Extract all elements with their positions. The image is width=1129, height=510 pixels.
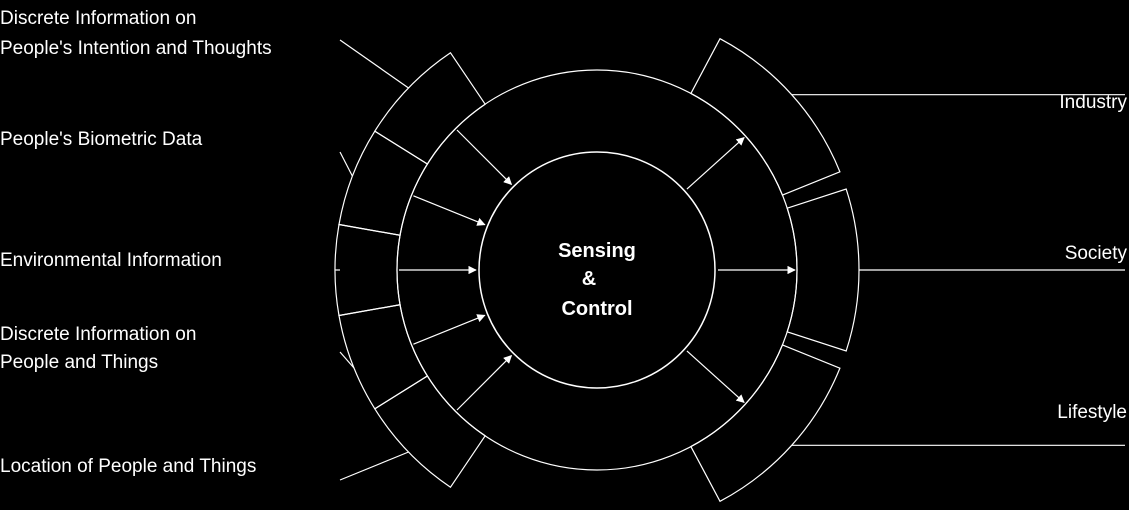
- center-circle: [478, 151, 716, 389]
- output-label-industry: Industry: [1059, 92, 1127, 113]
- input-segments: [334, 51, 486, 489]
- input-arrow-location: [456, 354, 513, 411]
- input-arrow-intention: [456, 129, 513, 186]
- output-segment-industry: [690, 37, 841, 196]
- center-label-line1: Sensing: [558, 240, 636, 262]
- input-label-biometric: People's Biometric Data: [0, 129, 203, 150]
- input-label-people-things-line2: People and Things: [0, 352, 158, 373]
- input-connector-people-things: [339, 351, 355, 369]
- output-arrow-industry: [686, 136, 745, 190]
- input-label-people-things-line1: Discrete Information on: [0, 324, 196, 345]
- input-segment-biometric: [338, 130, 429, 236]
- center-label-line3: Control: [561, 298, 632, 320]
- input-label-location: Location of People and Things: [0, 456, 256, 477]
- center-label-line2: &: [582, 268, 596, 290]
- input-segment-environmental: [334, 223, 401, 317]
- output-label-lifestyle: Lifestyle: [1057, 402, 1127, 423]
- input-connector-biometric: [339, 151, 353, 177]
- input-label-environmental: Environmental Information: [0, 250, 222, 271]
- input-segment-people-things: [338, 304, 429, 410]
- input-connector-intention: [339, 39, 409, 89]
- input-label-intention-line2: People's Intention and Thoughts: [0, 38, 272, 59]
- input-arrow-people-things: [413, 314, 486, 345]
- input-segment-location: [373, 375, 486, 489]
- input-segment-intention: [373, 51, 486, 165]
- input-label-intention-line1: Discrete Information on: [0, 8, 196, 29]
- output-label-society: Society: [1065, 243, 1128, 264]
- output-segments: [690, 37, 860, 503]
- output-segment-lifestyle: [690, 344, 841, 503]
- arrows: [335, 39, 1125, 481]
- output-segment-society: [786, 188, 860, 352]
- input-connector-location: [339, 451, 409, 481]
- input-arrow-biometric: [413, 195, 486, 226]
- output-arrow-lifestyle: [686, 350, 745, 404]
